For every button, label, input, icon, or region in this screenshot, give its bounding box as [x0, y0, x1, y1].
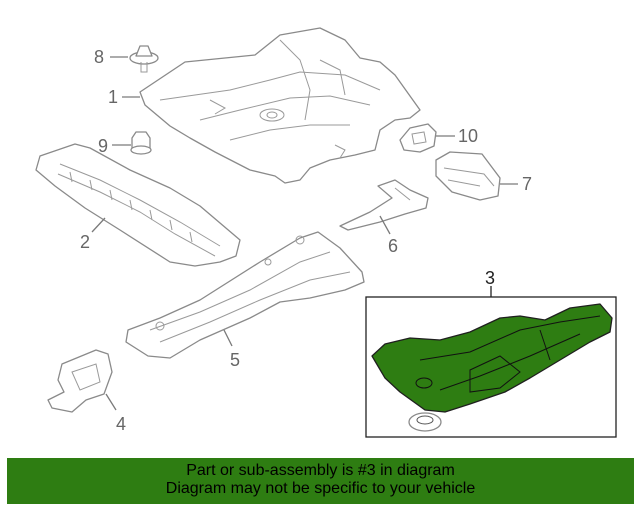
- banner-line-1: Part or sub-assembly is #3 in diagram: [186, 462, 455, 479]
- part-1-floor-panel[interactable]: [139, 27, 421, 184]
- callout-10[interactable]: 10: [458, 126, 478, 146]
- parts-diagram: 1 2 3 4 5 6 7 8 9 10: [35, 27, 617, 438]
- part-4-mount-bracket[interactable]: [47, 349, 113, 413]
- callout-9[interactable]: 9: [98, 136, 108, 156]
- callout-3[interactable]: 3: [485, 268, 495, 288]
- callout-6[interactable]: 6: [388, 236, 398, 256]
- callout-7[interactable]: 7: [522, 174, 532, 194]
- callout-2[interactable]: 2: [80, 232, 90, 252]
- callout-4[interactable]: 4: [116, 414, 126, 434]
- part-6-bracket-strut[interactable]: [339, 179, 429, 231]
- banner-line-2: Diagram may not be specific to your vehi…: [165, 480, 476, 497]
- part-2-heat-shield[interactable]: [35, 143, 241, 267]
- leader-line-4: [105, 393, 117, 411]
- part-5-underbody-panel[interactable]: [125, 231, 365, 359]
- part-8-push-clip[interactable]: [129, 45, 159, 73]
- part-9-nut[interactable]: [130, 131, 152, 155]
- info-banner: Part or sub-assembly is #3 in diagram Di…: [7, 458, 634, 504]
- leader-line-2: [91, 217, 106, 233]
- part-3-clip[interactable]: [408, 412, 442, 432]
- part-3-underbody-shield-highlighted[interactable]: [371, 303, 613, 413]
- part-10-bracket[interactable]: [399, 123, 437, 153]
- callout-5[interactable]: 5: [230, 350, 240, 370]
- leader-line-6: [379, 215, 391, 235]
- callout-8[interactable]: 8: [94, 47, 104, 67]
- part-7-cover[interactable]: [435, 151, 501, 201]
- leader-line-5: [223, 329, 233, 347]
- callout-1[interactable]: 1: [108, 87, 118, 107]
